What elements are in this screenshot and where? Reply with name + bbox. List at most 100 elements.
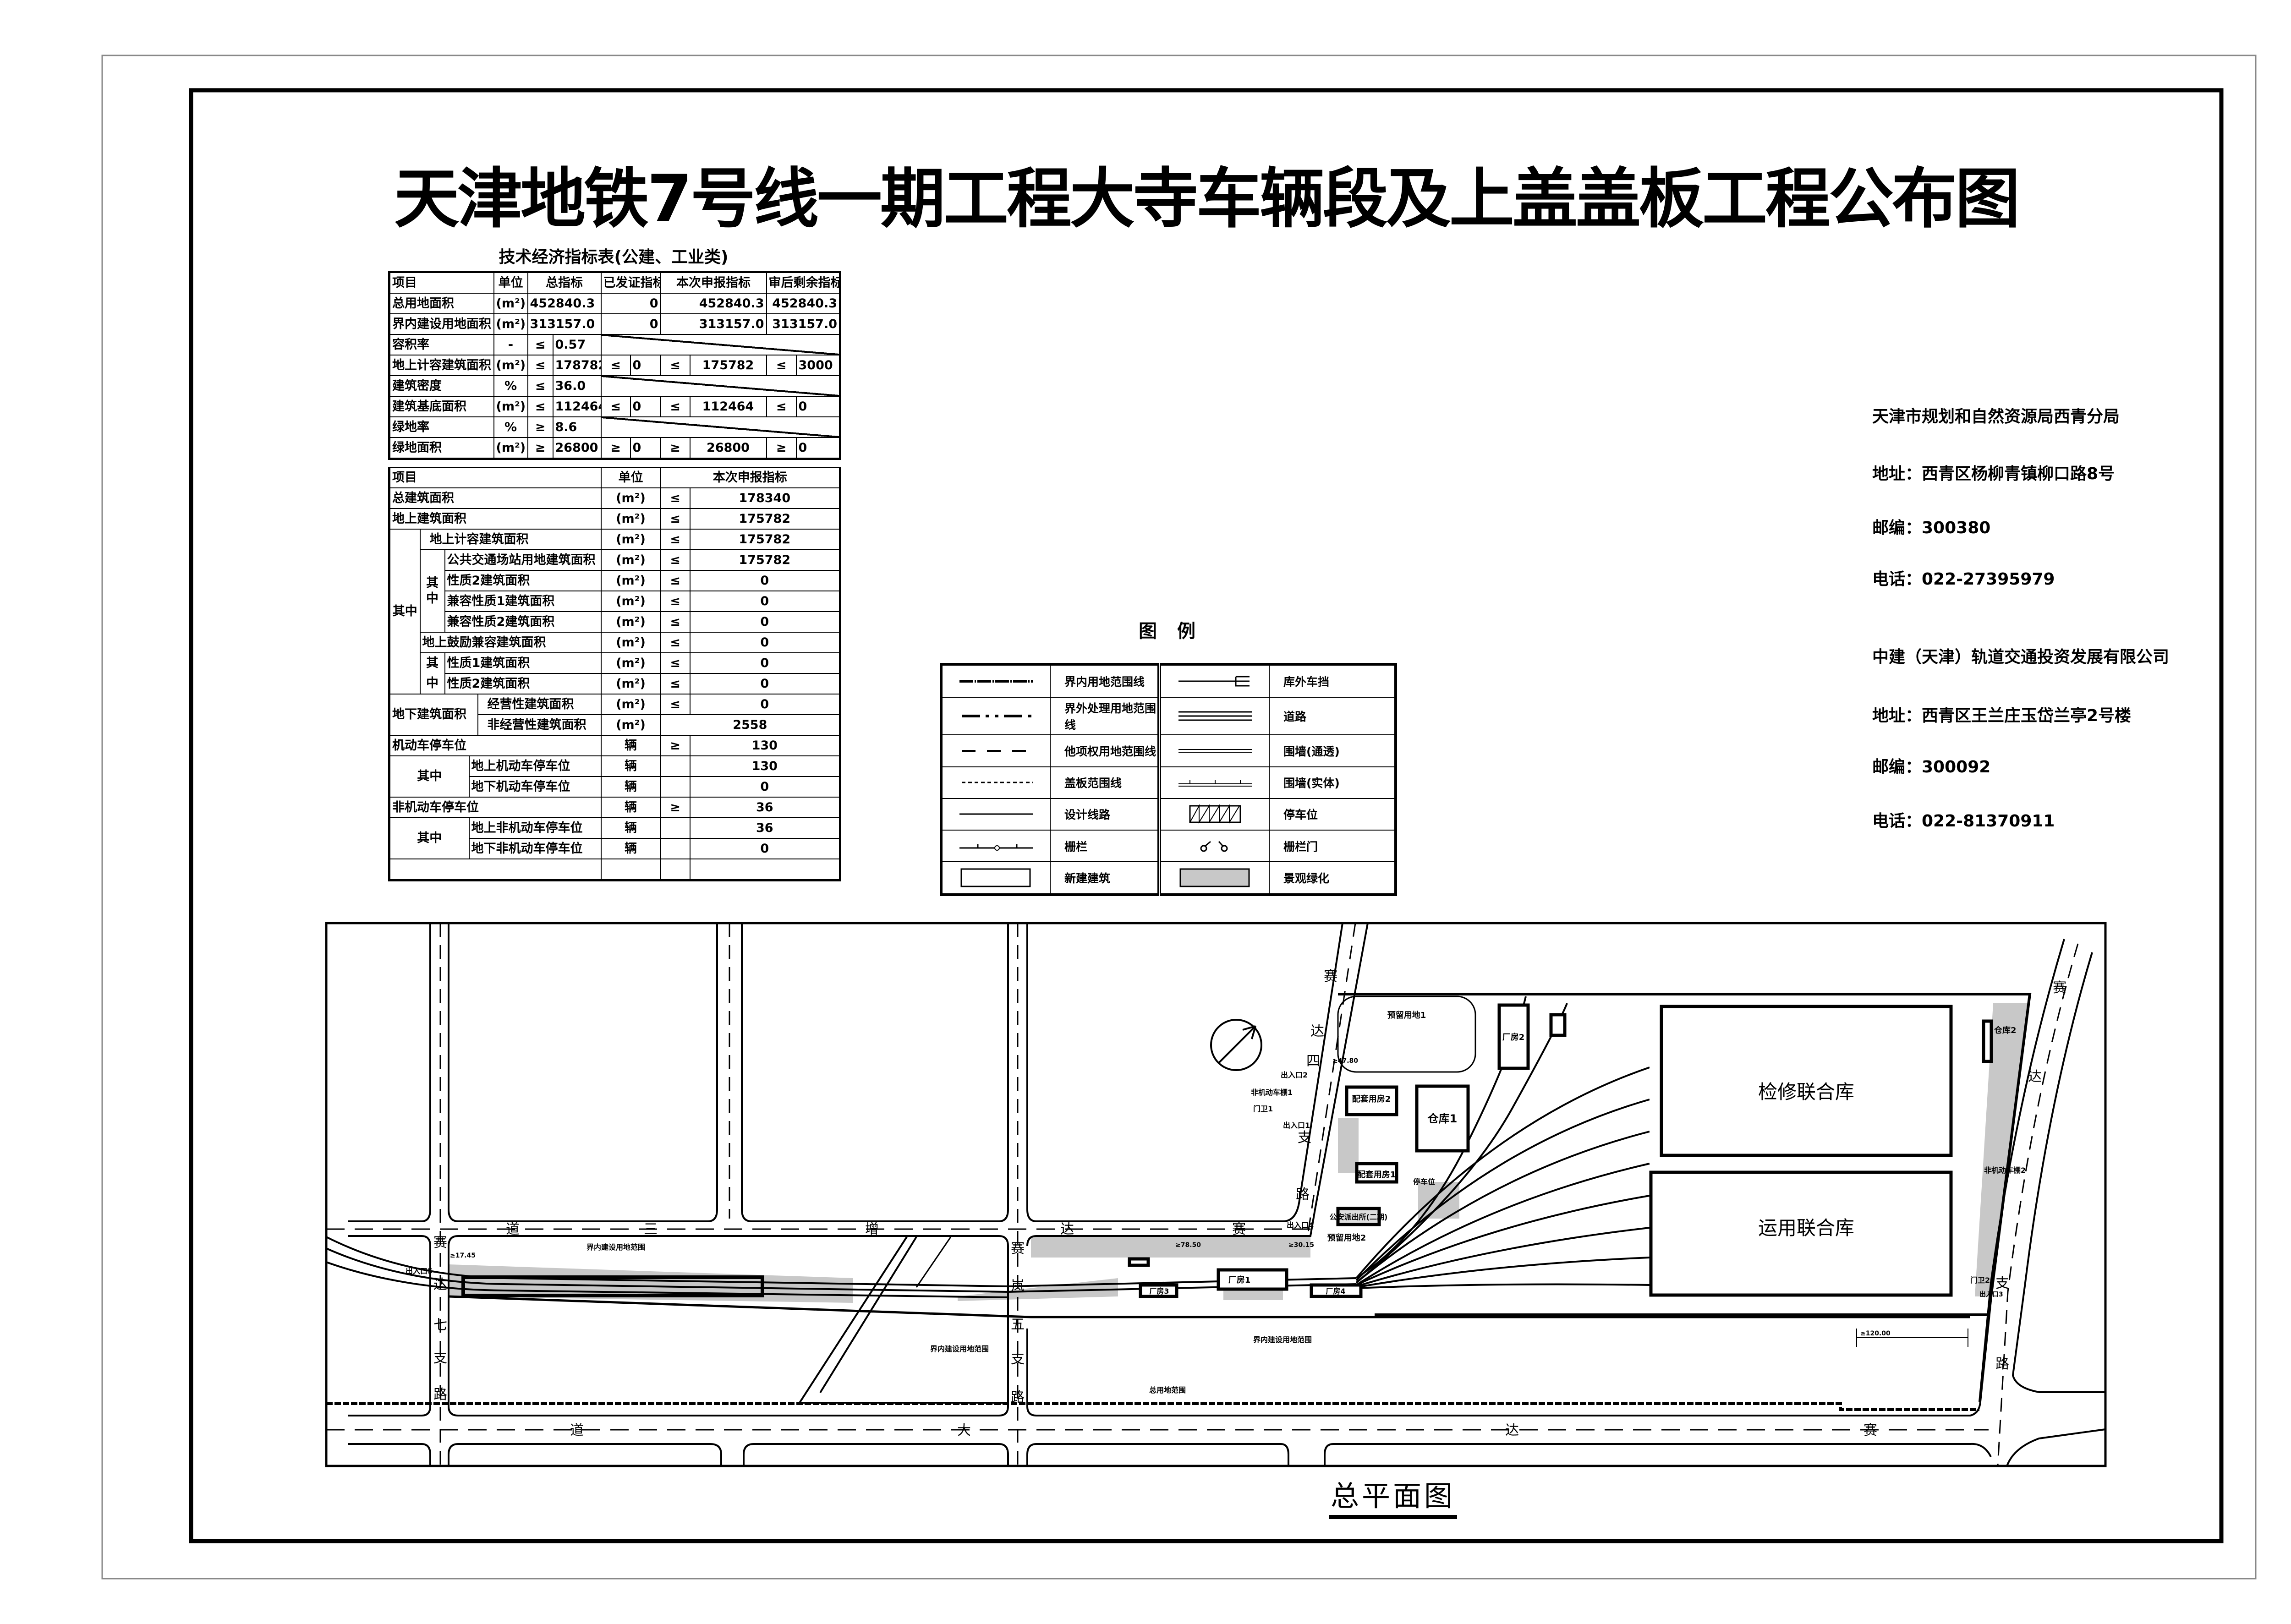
header-item: 项目 [389,271,494,294]
cell-value: 3000 [795,355,841,376]
cell-op: ≤ [660,355,691,376]
building-changfang6 [1128,1257,1150,1267]
label-cangku1: 仓库1 [1427,1112,1458,1125]
cell-group: 其中 [419,652,445,694]
cell-group: 其中 [389,755,470,798]
cell-item: 非经营性建筑面积 [477,714,602,736]
cell-unit: (m²) [600,652,661,674]
cell-item: 非机动车停车位 [389,797,602,818]
cell-value: 0 [689,694,841,715]
road-char: 达 [1310,1023,1324,1039]
tech-table-title: 技术经济指标表(公建、工业类) [499,248,729,267]
cell-value: 26800 [689,437,767,459]
cell-item: 地上鼓励兼容建筑面积 [419,632,602,653]
cell-unit: (m²) [493,313,528,335]
cell-item: 性质1建筑面积 [444,652,602,674]
cell-unit: (m²) [600,632,661,653]
cell-unit: 辆 [600,817,661,839]
label-peitao1: 配套用房1 [1357,1170,1396,1180]
road-char: 赛 [2053,980,2066,996]
buffer-stop-icon [1157,664,1270,698]
legend-label: 界内用地范围线 [1050,664,1160,698]
header-unit: 单位 [600,467,661,488]
cell-value: 178782 [552,355,602,376]
cell-item: 公共交通场站用地建筑面积 [444,549,602,571]
cell-unit: (m²) [600,591,661,612]
cell-item: 兼容性质2建筑面积 [444,611,602,633]
cell-op: ≤ [527,396,554,417]
label-changfang1: 厂房1 [1228,1275,1251,1285]
cell-op: ≤ [660,487,691,509]
header-cell: 已发证指标 [600,271,661,294]
page-title: 天津地铁7号线一期工程大寺车辆段及上盖盖板工程公布图 [394,161,2020,237]
legend-row: 栅栏栅栏门 [941,830,1396,863]
legend-label: 新建建筑 [1050,861,1160,895]
label-entrance3: 出入口3 [1979,1290,2003,1298]
road-char: 支 [1995,1275,2009,1291]
building-changfang4 [1310,1283,1363,1298]
design-route-icon [941,798,1051,831]
header-unit: 单位 [493,271,528,294]
road-char: 增 [865,1221,879,1237]
table-row: 绿地面积(m²)≥26800≥0≥26800≥0 [389,437,841,459]
cell-item: 建筑基底面积 [389,396,494,417]
label-reserved2: 预留用地2 [1327,1233,1366,1243]
cell-op: ≤ [660,549,691,571]
road-char: 赛 [1863,1422,1877,1438]
cell-op: ≤ [660,652,691,674]
inner-border [189,88,2224,1543]
cell-value: 452840.3 [660,293,767,314]
legend-table: 界内用地范围线库外车挡 界外处理用地范围线道路 他项权用地范围线围墙(通透) 盖… [940,663,1397,896]
cell-value: 0 [689,776,841,798]
legend-row: 新建建筑景观绿化 [941,861,1396,895]
legend-label: 他项权用地范围线 [1050,734,1160,767]
cell-item: 机动车停车位 [389,735,602,756]
road-char: 达 [1505,1422,1519,1438]
legend-label: 库外车挡 [1269,664,1396,698]
cell-unit: (m²) [493,396,528,417]
label-yunyong: 运用联合库 [1758,1217,1854,1239]
other-right-boundary-icon [941,734,1051,767]
cell-unit: (m²) [600,549,661,571]
building-gongan [1336,1207,1381,1226]
railing-gate-icon [1157,830,1270,863]
header-cell: 总指标 [527,271,602,294]
header-item: 项目 [389,467,602,488]
legend-label: 栅栏门 [1269,830,1396,863]
dim-17-45: ≥17.45 [450,1252,476,1259]
fence-transparent-icon [1157,734,1270,767]
contact-address-1: 地址：西青区杨柳青镇柳口路8号 [1872,465,2115,483]
cell-unit: (m²) [493,293,528,314]
label-bike-shed2: 非机动车棚2 [1984,1166,2026,1175]
fence-solid-icon [1157,766,1270,799]
legend-label: 围墙(通透) [1269,734,1396,767]
cell-item: 地下非机动车停车位 [468,838,602,859]
cell-value: 313157.0 [527,313,602,335]
label-site-boundary: 总用地范围 [1149,1386,1186,1394]
road-char: 达 [1060,1221,1074,1237]
road-top [326,923,1369,1416]
cell-unit: 辆 [600,755,661,777]
cell-unit: (m²) [600,487,661,509]
table-row-empty [389,858,841,881]
legend-row: 他项权用地范围线 围墙(通透) [941,734,1396,767]
road-centre-lines [439,923,1019,1466]
legend-row: 界内用地范围线 库外车挡 [941,664,1396,698]
building-jianxiu [1660,1005,1953,1157]
cell-value: 452840.3 [766,293,841,314]
cell-value: 0 [795,437,841,459]
cell-value: 0 [689,632,841,653]
table-header-row: 项目单位总指标已发证指标本次申报指标审后剩余指标 [389,271,841,294]
landscape-greening-icon [1157,861,1270,895]
road-char: 路 [1011,1389,1025,1405]
legend-label: 围墙(实体) [1269,766,1396,799]
table-row: 建筑基底面积(m²)≤112464≤0≤112464≤0 [389,396,841,417]
cell-value: 0.57 [552,334,602,355]
cell-unit: (m²) [600,529,661,550]
road-char: 赛 [1232,1221,1246,1237]
contact-org-1: 天津市规划和自然资源局西青分局 [1872,407,2120,426]
cell-op: ≤ [527,355,554,376]
cell-item: 总用地面积 [389,293,494,314]
